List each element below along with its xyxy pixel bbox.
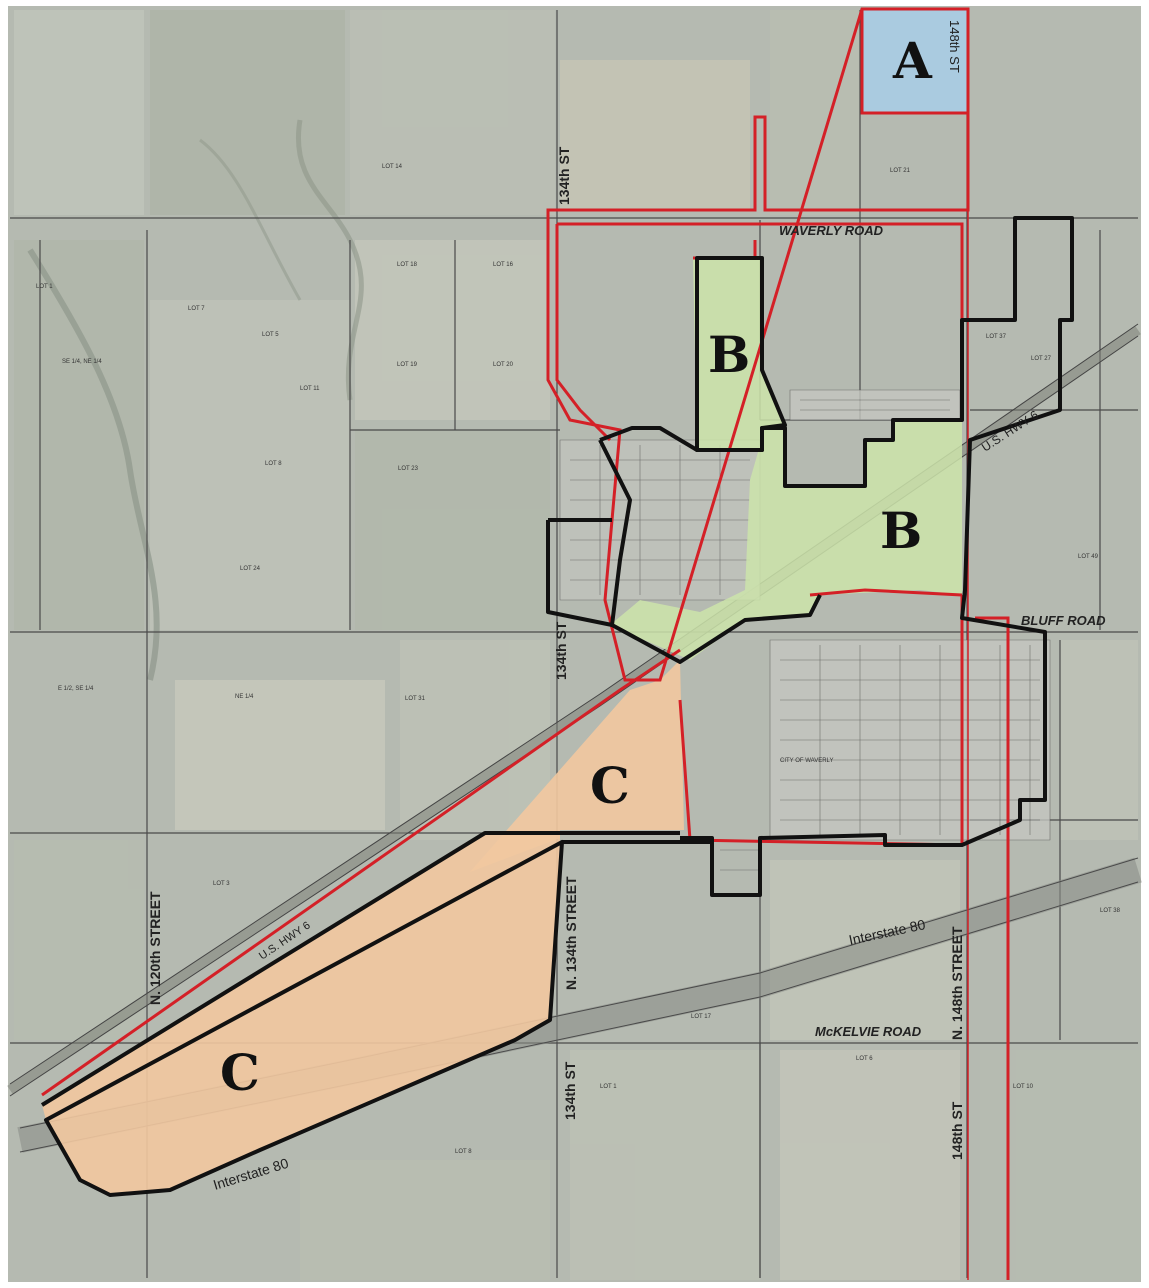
zone-b-letter-center: B: [880, 501, 922, 560]
zone-c-letter-north: C: [590, 756, 630, 815]
black-boundary: [40, 216, 1074, 1197]
n-120th-street-label: N. 120th STREET: [147, 891, 163, 1005]
lot-label: LOT 49: [1078, 554, 1099, 560]
134th-st-label-bottom: 134th ST: [562, 1061, 578, 1120]
lot-label: LOT 5: [262, 332, 279, 338]
zone-fills: [42, 9, 968, 1195]
lot-label: E 1/2, SE 1/4: [58, 686, 94, 692]
lot-label: LOT 21: [890, 168, 911, 174]
lot-label: LOT 3: [213, 881, 230, 887]
city-label: CITY OF WAVERLY: [780, 758, 833, 764]
lot-label: LOT 20: [493, 362, 514, 368]
lot-label: NE 1/4: [235, 694, 254, 700]
lot-label: LOT 31: [405, 696, 426, 702]
waverly-road-label: WAVERLY ROAD: [779, 223, 884, 238]
lot-label: LOT 27: [1031, 356, 1052, 362]
lot-label: LOT 23: [398, 466, 419, 472]
lot-label: LOT 8: [265, 461, 282, 467]
zone-a-area: [862, 9, 968, 113]
134th-st-label-mid: 134th ST: [553, 621, 569, 680]
lot-label: LOT 7: [188, 306, 205, 312]
n-148th-street-label: N. 148th STREET: [949, 926, 965, 1040]
lot-label: LOT 6: [856, 1056, 873, 1062]
zone-c-area-north: [470, 660, 684, 872]
creek: [27, 248, 160, 681]
148th-st-label-bottom: 148th ST: [949, 1101, 965, 1160]
zone-c-letter-south: C: [220, 1043, 260, 1102]
148th-st-label-top: 148th ST: [947, 20, 962, 73]
lot-label: LOT 16: [493, 262, 514, 268]
n-134th-street-label: N. 134th STREET: [563, 876, 579, 990]
lot-label: LOT 17: [691, 1014, 712, 1020]
lot-label: LOT 38: [1100, 908, 1121, 914]
lot-label: SE 1/4, NE 1/4: [62, 359, 102, 365]
lot-label: LOT 8: [455, 1149, 472, 1155]
mckelvie-road-label: McKELVIE ROAD: [815, 1024, 922, 1039]
lot-label: LOT 18: [397, 262, 418, 268]
zone-a-letter: A: [892, 31, 933, 90]
134th-st-label-top: 134th ST: [556, 146, 572, 205]
lot-label: LOT 10: [1013, 1084, 1034, 1090]
lot-label: LOT 1: [36, 284, 53, 290]
zone-letters: A B B C C: [220, 31, 933, 1102]
lot-label: LOT 24: [240, 566, 261, 572]
lot-label: LOT 11: [300, 386, 320, 392]
bluff-road-label: BLUFF ROAD: [1021, 613, 1106, 628]
lot-label: LOT 1: [600, 1084, 617, 1090]
lot-label: LOT 37: [986, 334, 1007, 340]
zone-c-area-south: [42, 833, 560, 1195]
field-patches: [14, 10, 1140, 1280]
lot-label: LOT 14: [382, 164, 403, 170]
zone-b-area-center: [610, 420, 962, 660]
lot-labels: LOT 14 LOT 1 LOT 7 LOT 5 LOT 18 LOT 16 L…: [36, 164, 1121, 1155]
zone-b-letter-north: B: [708, 325, 750, 384]
lot-label: LOT 19: [397, 362, 418, 368]
